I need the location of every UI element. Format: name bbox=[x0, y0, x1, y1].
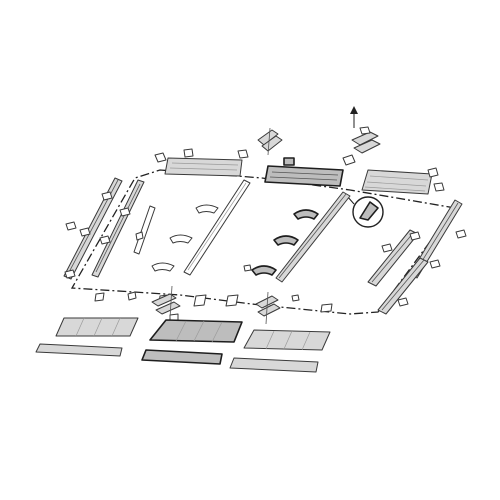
right-side-clips bbox=[381, 229, 467, 307]
left-side-clips bbox=[64, 191, 131, 279]
center-small-tabs bbox=[243, 264, 300, 302]
bottom-left-apron-strip bbox=[35, 343, 123, 357]
left-curved-brackets bbox=[151, 204, 219, 272]
top-left-clip-a bbox=[154, 152, 167, 163]
bottom-center-apron bbox=[149, 319, 243, 343]
bottom-right-apron bbox=[243, 329, 331, 351]
left-inner-batten bbox=[183, 179, 251, 276]
magnifier-detail-icon bbox=[346, 195, 384, 228]
top-center-bracket bbox=[257, 127, 283, 156]
top-right-corner-bracket bbox=[342, 126, 381, 166]
top-flashing-strip bbox=[264, 165, 344, 187]
bottom-right-apron-strip bbox=[229, 357, 319, 373]
bottom-center-bracket-right bbox=[255, 291, 281, 325]
top-left-small-bracket bbox=[183, 148, 194, 158]
bottom-center-apron-strip bbox=[141, 349, 223, 365]
left-small-tabs bbox=[127, 231, 144, 301]
left-inner-batten-2 bbox=[133, 205, 156, 255]
center-diagonal-rail bbox=[275, 191, 351, 283]
bottom-center-bracket-left bbox=[151, 285, 181, 319]
top-right-corner-flashing bbox=[361, 169, 433, 195]
right-curved-brackets bbox=[251, 209, 319, 276]
bottom-left-apron bbox=[55, 317, 139, 337]
right-side-flashing-inner bbox=[367, 229, 429, 315]
up-arrow-icon bbox=[350, 106, 358, 128]
top-left-clip-b bbox=[237, 149, 249, 159]
top-right-clip bbox=[427, 167, 445, 192]
assembly-outline bbox=[70, 169, 457, 315]
left-side-flashing-outer bbox=[91, 179, 145, 278]
top-clip bbox=[283, 157, 295, 166]
top-left-corner-flashing bbox=[164, 157, 243, 177]
